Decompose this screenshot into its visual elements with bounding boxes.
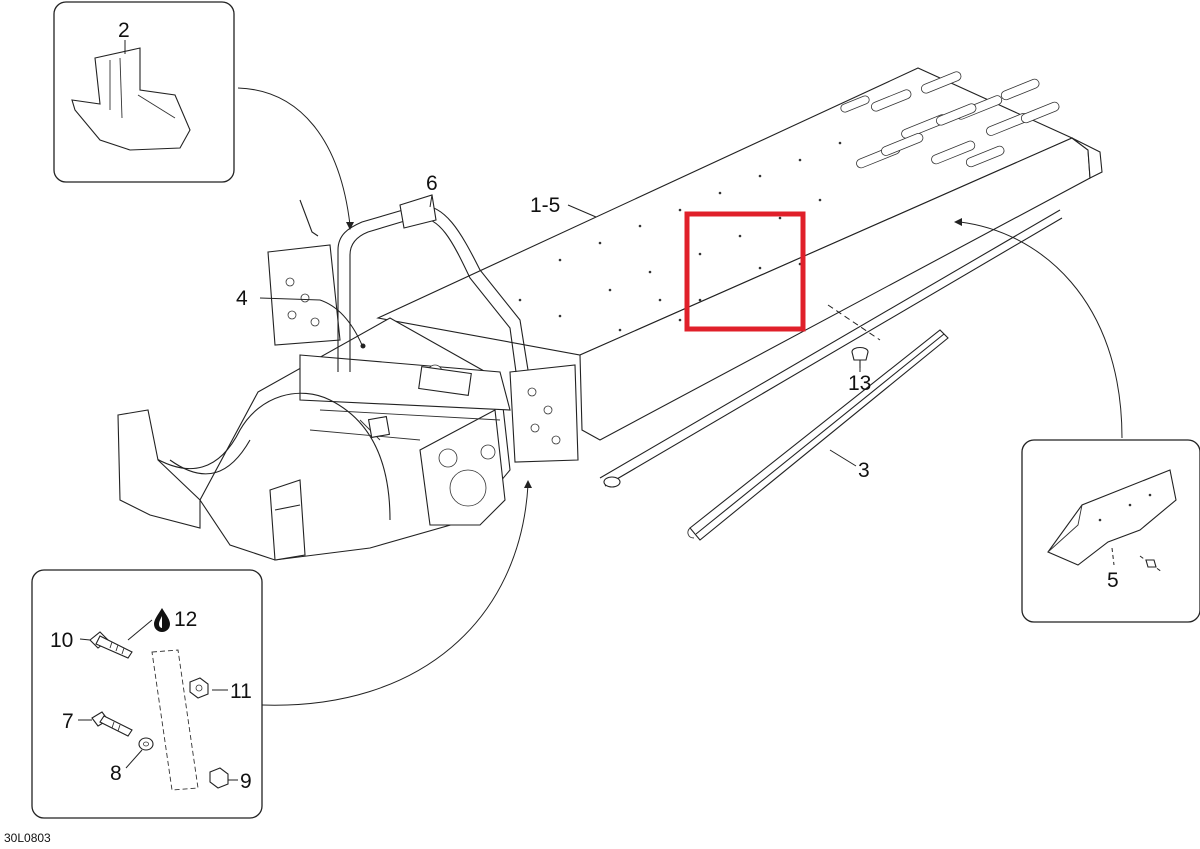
- callout-9: 9: [240, 770, 252, 793]
- leader-lines: [237, 87, 1123, 706]
- inset-hardware: [31, 569, 263, 819]
- inset-part-2: [53, 1, 235, 183]
- callout-4: 4: [236, 287, 248, 310]
- callout-6: 6: [426, 172, 438, 195]
- callout-10: 10: [50, 629, 73, 652]
- callout-8: 8: [110, 762, 122, 785]
- callout-2: 2: [118, 19, 130, 42]
- callout-11: 11: [230, 680, 252, 703]
- frame-assembly: [117, 67, 1103, 561]
- bolt-7: [91, 711, 133, 737]
- bolt-10: [89, 631, 133, 659]
- callout-13: 13: [848, 372, 871, 395]
- callout-5: 5: [1107, 569, 1119, 592]
- callout-1-5: 1-5: [530, 194, 560, 217]
- highlight-box: [684, 211, 806, 332]
- part-13-fastener: [851, 346, 869, 368]
- reference-code: 30L0803: [4, 831, 51, 845]
- callout-7: 7: [62, 710, 74, 733]
- inset-part-5: [1021, 439, 1200, 623]
- callout-12: 12: [174, 608, 197, 631]
- callout-3: 3: [858, 459, 870, 482]
- deck-rivets: [518, 141, 842, 332]
- deck-slots: [840, 71, 1060, 169]
- part-3-rail: [687, 329, 949, 541]
